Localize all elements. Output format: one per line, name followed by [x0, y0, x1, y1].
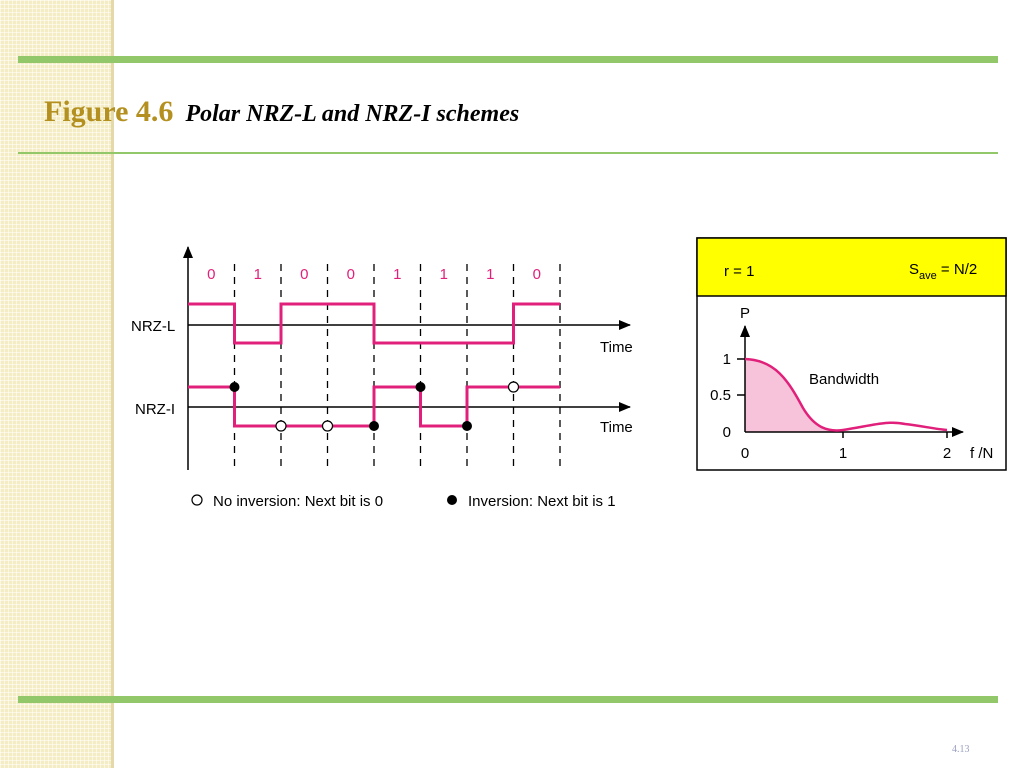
saverage-value: = N/2 [937, 261, 977, 278]
slide-title: Figure 4.6 Polar NRZ-L and NRZ-I schemes [44, 95, 519, 129]
nrzi-label: NRZ-I [135, 401, 175, 418]
spectrum-y-axis-label: P [740, 305, 750, 322]
inversion-legend-text: Inversion: Next bit is 1 [468, 493, 616, 510]
x-tick-1: 1 [839, 445, 847, 462]
x-tick-2: 2 [943, 445, 951, 462]
inversion-marker [229, 382, 240, 392]
bandwidth-label: Bandwidth [809, 371, 879, 388]
spectrum-x-axis-label: f /N [970, 445, 993, 462]
x-tick-0: 0 [741, 445, 749, 462]
bit-label: 0 [300, 266, 308, 283]
nrzl-time-label: Time [600, 339, 633, 356]
saverage-sub: ave [919, 270, 937, 282]
bit-label: 1 [440, 266, 448, 283]
saverage-label: Save = N/2 [909, 261, 977, 282]
bottom-accent-bar [18, 696, 998, 703]
figure-caption: Polar NRZ-L and NRZ-I schemes [185, 101, 520, 127]
bit-labels: 0 1 0 0 1 1 1 0 [207, 266, 541, 283]
bit-label: 0 [533, 266, 541, 283]
no-inversion-marker [275, 420, 287, 432]
y-tick-1: 1 [723, 351, 731, 368]
title-divider [18, 152, 998, 154]
no-inversion-legend-text: No inversion: Next bit is 0 [213, 493, 383, 510]
side-pattern-edge [111, 0, 114, 768]
nrzl-label: NRZ-L [131, 318, 175, 335]
inversion-marker [415, 382, 426, 392]
inversion-legend-icon [447, 495, 457, 505]
ratio-label: r = 1 [724, 263, 754, 280]
no-inversion-marker [507, 381, 520, 393]
no-inversion-marker [321, 420, 334, 432]
spectrum-curve [744, 357, 948, 432]
bit-label: 0 [207, 266, 215, 283]
bit-label: 1 [393, 266, 401, 283]
bit-label: 1 [486, 266, 494, 283]
y-tick-half: 0.5 [710, 387, 731, 404]
top-accent-bar [18, 56, 998, 63]
nrzi-time-label: Time [600, 419, 633, 436]
bit-label: 0 [347, 266, 355, 283]
inversion-marker [369, 421, 379, 431]
no-inversion-legend-icon [191, 494, 203, 506]
spectrum-header [696, 237, 1007, 297]
spectrum-fill [745, 359, 843, 432]
nrzi-markers [229, 381, 520, 432]
figure-number: Figure 4.6 [44, 95, 174, 128]
side-pattern-strip [0, 0, 113, 768]
bit-label: 1 [254, 266, 262, 283]
slide-number: 4.13 [952, 744, 970, 755]
inversion-marker [462, 421, 472, 431]
saverage-main: S [909, 261, 919, 278]
y-tick-0: 0 [723, 424, 731, 441]
nrzl-waveform [188, 302, 560, 345]
nrzi-waveform [188, 385, 560, 428]
bit-dividers [233, 264, 561, 470]
